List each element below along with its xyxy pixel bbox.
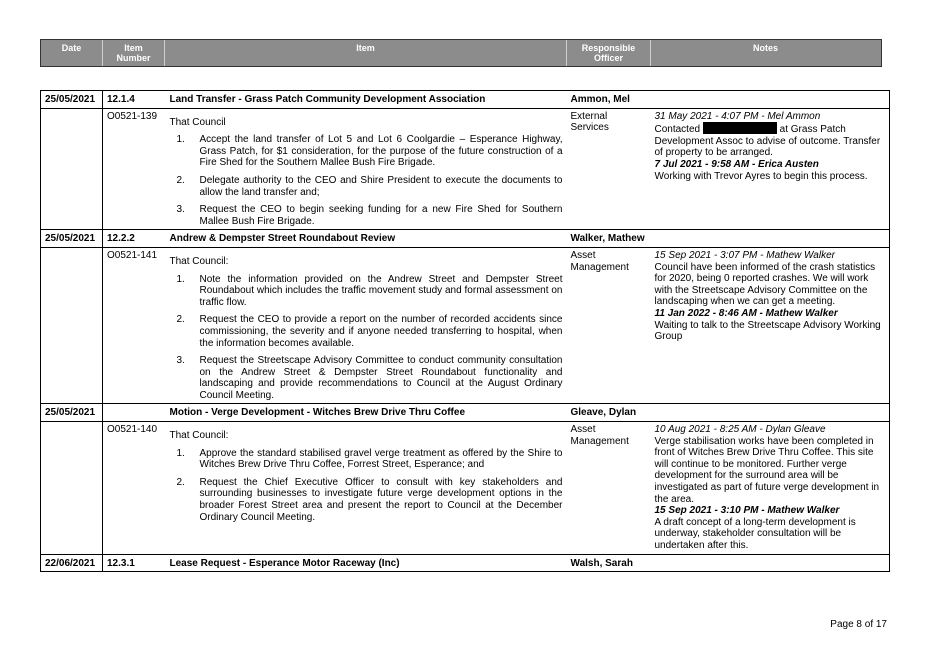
- resolution-body: That Council: 1.Note the information pro…: [166, 247, 567, 404]
- item-title: Andrew & Dempster Street Roundabout Revi…: [165, 229, 567, 248]
- resolution-ref: O0521-139: [107, 110, 158, 122]
- note-heading: 31 May 2021 - 4:07 PM - Mel Ammon: [654, 110, 821, 122]
- item-detail-row: O0521-139 That Council 1.Accept the land…: [40, 108, 890, 230]
- note-heading: 15 Sep 2021 - 3:10 PM - Mathew Walker: [654, 505, 840, 517]
- resolution-point: 2.Delegate authority to the CEO and Shir…: [176, 174, 563, 198]
- item-officer: Ammon, Mel: [566, 90, 651, 109]
- header-notes: Notes: [752, 43, 778, 53]
- header-item-number: Item Number: [103, 40, 165, 66]
- item-detail-row: O0521-141 That Council: 1.Note the infor…: [40, 247, 890, 404]
- item-number: [102, 403, 166, 423]
- resolution-points: 1.Approve the standard stabilised gravel…: [170, 448, 563, 524]
- item-header-row: 25/05/2021 12.1.4 Land Transfer - Grass …: [40, 90, 890, 109]
- resolution-point: 1.Accept the land transfer of Lot 5 and …: [176, 134, 563, 169]
- note-heading: 10 Aug 2021 - 8:25 AM - Dylan Gleave: [654, 424, 826, 436]
- header-item: Item: [165, 40, 567, 66]
- note-text: Contacted at Grass Patch Development Ass…: [654, 122, 881, 159]
- department: Asset Management: [570, 249, 629, 273]
- header-date: Date: [41, 40, 103, 66]
- resolution-heading: That Council:: [169, 255, 229, 267]
- column-header-bar: Date Item Number Item Responsible Office…: [40, 39, 882, 67]
- resolution-body: That Council 1.Accept the land transfer …: [166, 108, 567, 230]
- item-officer: Walker, Mathew: [566, 229, 651, 248]
- item-date: 25/05/2021: [40, 229, 103, 248]
- action-items-table: 25/05/2021 12.1.4 Land Transfer - Grass …: [40, 90, 890, 573]
- note-text: Working with Trevor Ayres to begin this …: [654, 170, 868, 182]
- notes-cell: 15 Sep 2021 - 3:07 PM - Mathew Walker Co…: [651, 247, 890, 404]
- resolution-point: 3.Request the Streetscape Advisory Commi…: [176, 355, 563, 401]
- resolution-body: That Council: 1.Approve the standard sta…: [166, 422, 567, 555]
- resolution-point: 1.Note the information provided on the A…: [176, 273, 563, 308]
- resolution-point: 3.Request the CEO to begin seeking fundi…: [176, 204, 563, 227]
- resolution-points: 1.Accept the land transfer of Lot 5 and …: [170, 134, 563, 227]
- item-date: 22/06/2021: [40, 553, 103, 573]
- item-officer: Gleave, Dylan: [566, 403, 651, 423]
- notes-cell: 10 Aug 2021 - 8:25 AM - Dylan Gleave Ver…: [651, 422, 890, 555]
- note-text: A draft concept of a long-term developme…: [654, 516, 856, 551]
- redaction-block: [702, 122, 777, 135]
- resolution-point: 2.Request the Chief Executive Officer to…: [176, 476, 563, 523]
- resolution-heading: That Council:: [169, 430, 229, 442]
- resolution-ref: O0521-140: [107, 424, 158, 436]
- note-text: Verge stabilisation works have been comp…: [654, 435, 880, 505]
- department: External Services: [570, 110, 609, 134]
- resolution-point: 2.Request the CEO to provide a report on…: [176, 314, 563, 349]
- item-title: Lease Request - Esperance Motor Raceway …: [165, 553, 567, 573]
- note-heading: 7 Jul 2021 - 9:58 AM - Erica Austen: [654, 158, 819, 170]
- item-title: Motion - Verge Development - Witches Bre…: [165, 403, 567, 423]
- item-number: 12.1.4: [102, 90, 166, 109]
- item-title: Land Transfer - Grass Patch Community De…: [165, 90, 567, 109]
- notes-cell: 31 May 2021 - 4:07 PM - Mel Ammon Contac…: [651, 108, 890, 230]
- note-text: Waiting to talk to the Streetscape Advis…: [654, 319, 881, 343]
- note-heading: 15 Sep 2021 - 3:07 PM - Mathew Walker: [654, 249, 835, 261]
- resolution-ref: O0521-141: [107, 249, 158, 261]
- page-number: Page 8 of 17: [830, 619, 887, 630]
- department: Asset Management: [570, 424, 629, 447]
- item-header-row: 25/05/2021 12.2.2 Andrew & Dempster Stre…: [40, 229, 890, 248]
- item-number: 12.2.2: [102, 229, 166, 248]
- header-responsible-officer: Responsible Officer: [567, 40, 651, 66]
- item-officer: Walsh, Sarah: [566, 553, 651, 573]
- item-date: 25/05/2021: [40, 403, 103, 423]
- item-header-row: 25/05/2021 Motion - Verge Development - …: [40, 403, 890, 423]
- note-text: Council have been informed of the crash …: [654, 261, 876, 308]
- item-header-row: 22/06/2021 12.3.1 Lease Request - Espera…: [40, 553, 890, 573]
- resolution-point: 1.Approve the standard stabilised gravel…: [176, 447, 563, 471]
- item-detail-row: O0521-140 That Council: 1.Approve the st…: [40, 421, 890, 555]
- resolution-points: 1.Note the information provided on the A…: [170, 274, 563, 402]
- item-number: 12.3.1: [102, 553, 166, 573]
- note-heading: 11 Jan 2022 - 8:46 AM - Mathew Walker: [654, 307, 838, 319]
- resolution-heading: That Council: [169, 116, 226, 128]
- item-date: 25/05/2021: [40, 90, 103, 109]
